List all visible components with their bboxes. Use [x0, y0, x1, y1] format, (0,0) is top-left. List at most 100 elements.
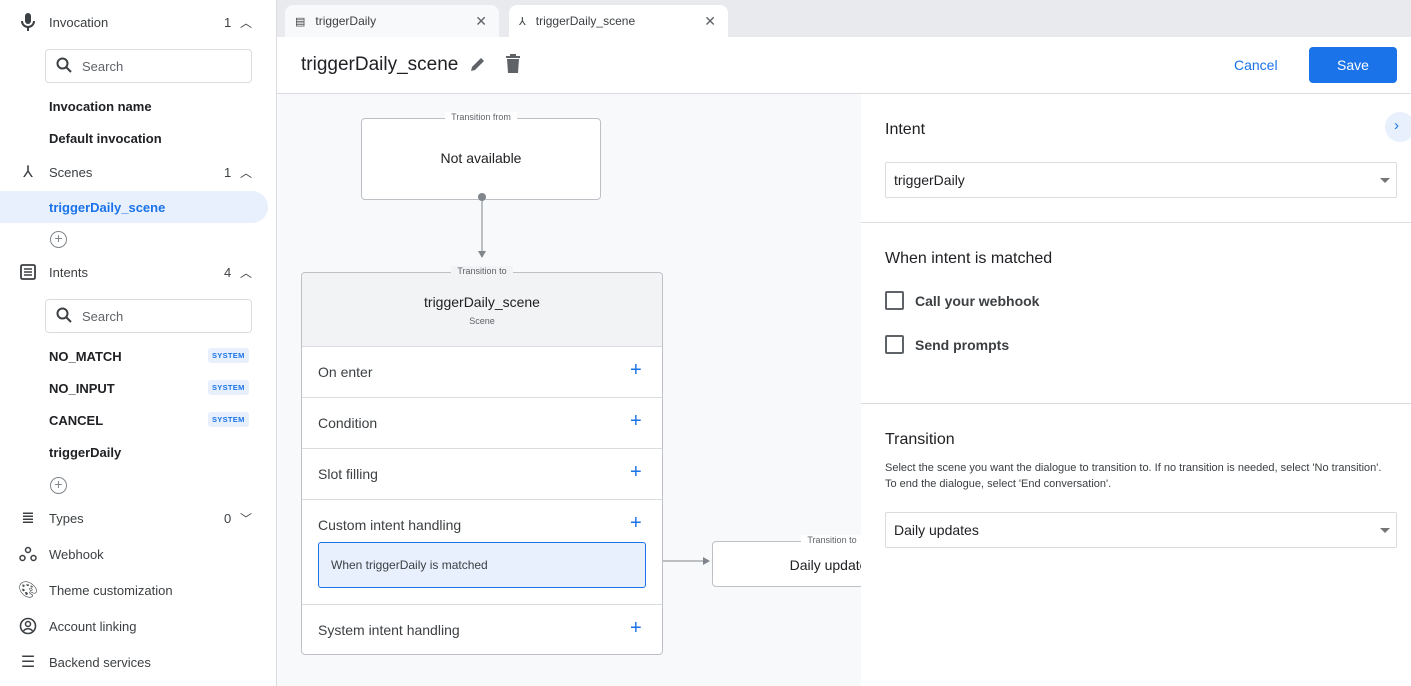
scene-node-header: Transition to triggerDaily_scene Scene — [302, 266, 662, 346]
sidebar-item-default-invocation[interactable]: Default invocation — [49, 131, 162, 146]
node-text: Not available — [440, 150, 522, 166]
section-count: 4 — [224, 264, 232, 280]
section-label: Intents — [49, 264, 89, 280]
sidebar: Invocation 1 ︿ Search Invocation name De… — [0, 0, 277, 686]
scene-icon: ⅄ — [519, 15, 526, 28]
node-legend: Transition from — [445, 112, 517, 122]
save-button[interactable]: Save — [1309, 47, 1397, 83]
chevron-up-icon[interactable]: ︿ — [240, 15, 253, 30]
search-placeholder: Search — [82, 58, 124, 74]
checkbox-icon — [885, 335, 904, 354]
page-title: triggerDaily_scene — [301, 54, 459, 75]
item-label: Account linking — [49, 618, 137, 634]
intent-detail-panel: › Intent triggerDaily When intent is mat… — [861, 94, 1411, 686]
cancel-button[interactable]: Cancel — [1234, 57, 1278, 73]
sidebar-item-backend-services[interactable]: ☰ Backend services — [0, 644, 276, 680]
add-scene-icon[interactable]: + — [50, 231, 67, 248]
scene-name: triggerDaily_scene — [424, 294, 540, 310]
item-label: Theme customization — [49, 582, 173, 598]
checkbox-label: Call your webhook — [915, 292, 1040, 309]
sidebar-item-webhook[interactable]: Webhook — [0, 536, 276, 572]
node-text: Daily updates — [789, 557, 861, 573]
transition-description: Select the scene you want the dialogue t… — [885, 462, 1382, 490]
sidebar-section-types[interactable]: ≣ Types 0 ﹀ — [0, 500, 276, 536]
edit-pencil-icon[interactable] — [469, 55, 487, 78]
scene-canvas[interactable]: Transition from Not available Transition… — [277, 94, 861, 686]
checkbox-icon — [885, 291, 904, 310]
transition-from-node: Transition from Not available — [361, 112, 601, 200]
arrow-head — [703, 557, 710, 565]
system-badge: SYSTEM — [208, 380, 249, 395]
tab-triggerdaily-scene[interactable]: ⅄ triggerDaily_scene ✕ — [509, 5, 728, 37]
checkbox-label: Send prompts — [915, 336, 1010, 353]
row-slot-filling[interactable]: Slot filling + — [302, 448, 662, 499]
add-icon[interactable]: + — [630, 410, 642, 432]
add-icon[interactable]: + — [630, 461, 642, 483]
search-placeholder: Search — [82, 308, 124, 324]
scene-type: Scene — [469, 316, 495, 326]
microphone-icon — [18, 12, 38, 32]
arrow-head — [478, 251, 486, 258]
invocation-search-input[interactable]: Search — [45, 49, 252, 83]
delete-trash-icon[interactable] — [505, 54, 521, 79]
intent-handler-item[interactable]: When triggerDaily is matched — [318, 542, 646, 588]
collapse-panel-chevron-icon[interactable]: › — [1385, 112, 1411, 142]
row-condition[interactable]: Condition+ — [302, 397, 662, 448]
chevron-down-icon[interactable]: ﹀ — [240, 511, 253, 526]
row-label: Slot filling — [318, 466, 378, 482]
divider — [861, 222, 1411, 223]
tab-triggerdaily[interactable]: ▤ triggerDaily ✕ — [285, 5, 499, 37]
scene-item-label: triggerDaily_scene — [49, 200, 166, 215]
sidebar-item-intent[interactable]: CANCEL — [49, 413, 104, 428]
system-badge: SYSTEM — [208, 412, 249, 427]
transition-to-target-node[interactable]: Transition to Daily updates — [712, 535, 861, 587]
backend-settings-icon: ☰ — [20, 654, 36, 671]
intents-search-input[interactable]: Search — [45, 299, 252, 333]
close-icon[interactable]: ✕ — [704, 12, 716, 29]
row-on-enter[interactable]: On enter+ — [302, 346, 662, 397]
node-legend: Transition to — [801, 535, 861, 545]
select-value: triggerDaily — [894, 172, 965, 188]
send-prompts-checkbox[interactable]: Send prompts — [885, 335, 1009, 354]
sidebar-item-triggerdaily-scene[interactable]: triggerDaily_scene — [0, 191, 268, 223]
sidebar-item-intent[interactable]: NO_MATCH — [49, 349, 122, 364]
add-icon[interactable]: + — [630, 512, 642, 534]
sidebar-item-theme-customization[interactable]: 🎨︎ Theme customization — [0, 572, 276, 608]
close-icon[interactable]: ✕ — [475, 12, 487, 29]
section-label: Types — [49, 510, 84, 526]
sidebar-section-intents[interactable]: Intents 4 ︿ — [0, 254, 276, 290]
scene-merge-icon: ⅄ — [23, 164, 33, 181]
item-label: Webhook — [49, 546, 104, 562]
call-webhook-checkbox[interactable]: Call your webhook — [885, 291, 1039, 310]
search-icon — [56, 57, 72, 76]
transition-select[interactable]: Daily updates — [885, 512, 1397, 548]
system-badge: SYSTEM — [208, 348, 249, 363]
section-count: 0 — [224, 510, 232, 526]
section-label: Invocation — [49, 14, 109, 30]
sidebar-section-scenes[interactable]: ⅄ Scenes 1 ︿ — [0, 154, 276, 190]
section-count: 1 — [224, 164, 232, 180]
section-label: Scenes — [49, 164, 93, 180]
scene-node: Transition to triggerDaily_scene Scene O… — [301, 266, 663, 655]
divider — [861, 403, 1411, 404]
types-list-icon: ≣ — [21, 510, 35, 527]
sidebar-item-intent[interactable]: triggerDaily — [49, 445, 122, 460]
dropdown-caret-icon — [1380, 178, 1390, 183]
sidebar-item-intent[interactable]: NO_INPUT — [49, 381, 115, 396]
add-icon[interactable]: + — [630, 359, 642, 381]
intent-icon: ▤ — [295, 15, 306, 28]
sidebar-section-invocation[interactable]: Invocation 1 ︿ — [0, 4, 276, 40]
chevron-up-icon[interactable]: ︿ — [240, 265, 253, 280]
palette-icon: 🎨︎ — [17, 582, 39, 599]
add-icon[interactable]: + — [630, 617, 642, 639]
row-custom-intent-handling[interactable]: Custom intent handling+ When triggerDail… — [302, 499, 662, 604]
sidebar-item-account-linking[interactable]: Account linking — [0, 608, 276, 644]
row-system-intent-handling[interactable]: System intent handling + — [302, 604, 662, 655]
sidebar-item-invocation-name[interactable]: Invocation name — [49, 99, 152, 114]
row-label: System intent handling — [318, 622, 460, 638]
add-intent-icon[interactable]: + — [50, 477, 67, 494]
scene-header: triggerDaily_scene Cancel Save — [277, 37, 1411, 94]
intent-select[interactable]: triggerDaily — [885, 162, 1397, 198]
node-legend: Transition to — [451, 266, 513, 276]
chevron-up-icon[interactable]: ︿ — [240, 165, 253, 180]
